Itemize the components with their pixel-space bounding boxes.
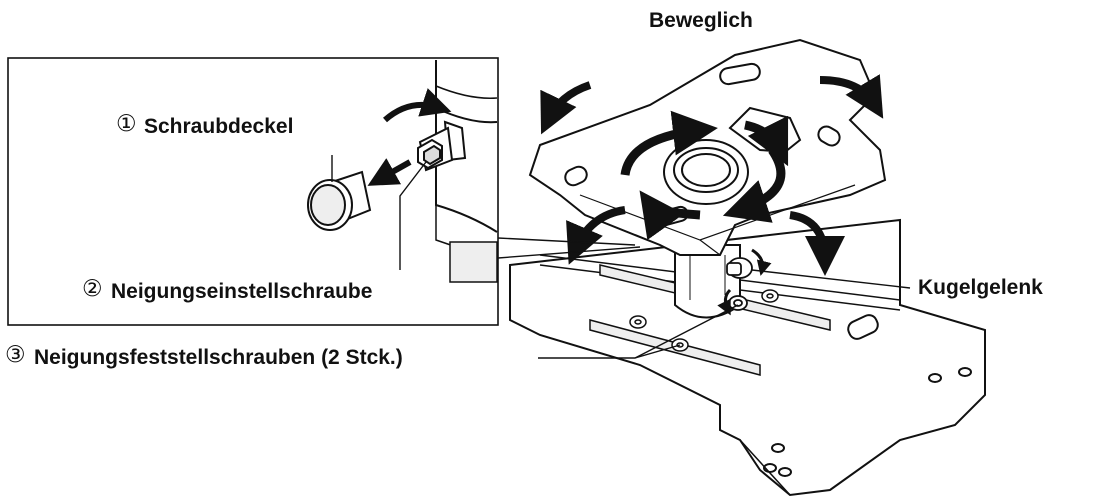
tilt-arrows (540, 74, 884, 276)
label-screw-cap: Schraubdeckel (144, 115, 294, 138)
label-tilt-adjust-screw: Neigungseinstellschraube (111, 280, 373, 303)
inset-arrows (367, 88, 452, 186)
top-plate (528, 38, 887, 256)
label-screw-cap-number: ① (116, 111, 137, 137)
leader-lines (331, 155, 911, 359)
label-ball-joint: Kugelgelenk (918, 276, 1043, 299)
inset-screw-cap (307, 170, 372, 231)
label-tilt-lock-screws: Neigungsfeststellschrauben (2 Stck.) (34, 346, 403, 369)
ball-joint-knob (726, 257, 753, 311)
label-movable: Beweglich (649, 9, 753, 32)
inset-screw (417, 120, 467, 172)
label-tilt-lock-number: ③ (5, 342, 26, 368)
label-tilt-adjust-number: ② (82, 276, 103, 302)
rotation-arrows (620, 110, 789, 241)
knob-turn-arrows (717, 248, 772, 316)
